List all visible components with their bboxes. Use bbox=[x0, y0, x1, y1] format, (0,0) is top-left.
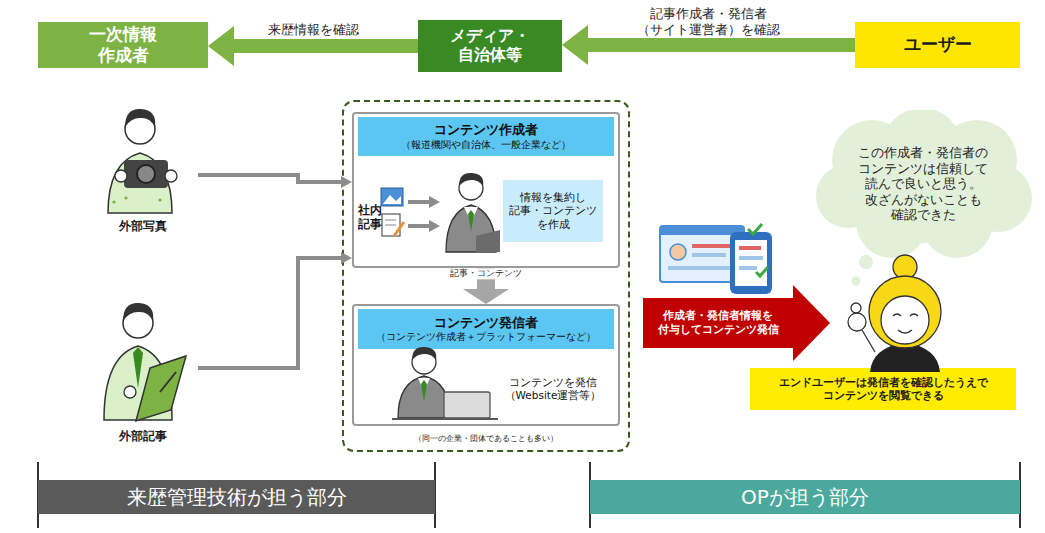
connector-line bbox=[233, 39, 418, 53]
connector-arrow bbox=[198, 175, 352, 188]
node-body-text: コンテンツを発信 （Website運営等） bbox=[492, 376, 614, 402]
thought-bubble bbox=[852, 277, 861, 286]
node-text: メディア・ 自治体等 bbox=[418, 27, 562, 66]
text-frame: コンテンツ作成者 （報道機関や自治体、一般企業など） bbox=[358, 117, 614, 156]
text-frame: メディア・ 自治体等 bbox=[418, 20, 562, 72]
scope-band: OPが担う部分 bbox=[590, 480, 1020, 514]
node-text: この作成者・発信者の コンテンツは信頼して 読んで良いと思う。 改ざんがないこと… bbox=[827, 145, 1019, 223]
connector-arrow bbox=[198, 252, 352, 368]
edge-label: 記事・コンテンツ bbox=[431, 268, 541, 279]
publisher-box: コンテンツ発信者 （コンテンツ作成者＋プラットフォーマーなど） コンテンツを発信 … bbox=[352, 304, 620, 426]
text-frame: コンテンツ発信者 （コンテンツ作成者＋プラットフォーマーなど） bbox=[358, 309, 614, 349]
photographer-node: 外部写真 bbox=[88, 100, 198, 238]
text-frame: OPが担う部分 bbox=[590, 480, 1020, 514]
node-text: ユーザー bbox=[855, 34, 1020, 55]
text-frame: 外部写真 bbox=[88, 216, 198, 236]
arrow-head bbox=[562, 25, 588, 65]
node-text: 作成者・発信者情報を 付与してコンテンツ発信 bbox=[643, 309, 793, 337]
node-body-text: 情報を集約し 記事・コンテンツ を作成 bbox=[503, 191, 603, 230]
writer-figure bbox=[104, 303, 186, 421]
device-icons bbox=[660, 224, 772, 294]
arrow-head bbox=[208, 26, 234, 66]
text-frame: （同一の企業・団体であることも多い） bbox=[344, 432, 628, 446]
source-box: 一次情報 作成者 bbox=[38, 22, 208, 68]
thought-cloud: この作成者・発信者の コンテンツは信頼して 読んで良いと思う。 改ざんがないこと… bbox=[812, 110, 1034, 258]
node-text: 来歴管理技術が担う部分 bbox=[38, 485, 435, 510]
node-text: エンドユーザーは発信者を確認したうえで コンテンツを閲覧できる bbox=[750, 376, 1016, 402]
arrow-head bbox=[463, 289, 509, 304]
publish-arrow: 作成者・発信者情報を 付与してコンテンツ発信 bbox=[643, 285, 830, 361]
text-frame: 外部記事 bbox=[88, 426, 198, 446]
node-text: 外部記事 bbox=[88, 429, 198, 444]
writer-node: 外部記事 bbox=[88, 298, 198, 448]
text-frame: 一次情報 作成者 bbox=[38, 22, 208, 68]
user-box: ユーザー bbox=[855, 22, 1020, 68]
media-box: メディア・ 自治体等 bbox=[418, 20, 562, 72]
connector-line bbox=[198, 175, 342, 182]
edge-label: 記事作成者・発信者 （サイト運営者）を確認 bbox=[594, 6, 824, 39]
icon-caption: 社内 記事 bbox=[356, 203, 384, 232]
connector-line bbox=[198, 258, 342, 368]
note-box: エンドユーザーは発信者を確認したうえで コンテンツを閲覧できる bbox=[750, 368, 1016, 410]
text-frame: コンテンツを発信 （Website運営等） bbox=[492, 370, 614, 408]
text-frame: この作成者・発信者の コンテンツは信頼して 読んで良いと思う。 改ざんがないこと… bbox=[827, 132, 1019, 236]
connector-line bbox=[587, 38, 855, 52]
thought-bubble bbox=[859, 255, 873, 269]
node-text: コンテンツ作成者 （報道機関や自治体、一般企業など） bbox=[358, 122, 614, 150]
text-frame: エンドユーザーは発信者を確認したうえで コンテンツを閲覧できる bbox=[750, 368, 1016, 410]
scope-band: 来歴管理技術が担う部分 bbox=[38, 480, 435, 514]
text-frame: ユーザー bbox=[855, 22, 1020, 68]
node-text: 外部写真 bbox=[88, 219, 198, 234]
node-text: コンテンツ発信者 （コンテンツ作成者＋プラットフォーマーなど） bbox=[358, 315, 614, 343]
edge-label: 来歴情報を確認 bbox=[238, 22, 388, 38]
user-figure bbox=[848, 255, 941, 372]
text-frame: 情報を集約し 記事・コンテンツ を作成 bbox=[503, 180, 603, 242]
creator-box: コンテンツ作成者 （報道機関や自治体、一般企業など） 情報を集約し 記事・コンテン… bbox=[352, 112, 620, 268]
arrow-shape bbox=[643, 285, 830, 361]
node-text: OPが担う部分 bbox=[590, 485, 1020, 510]
node-text: （同一の企業・団体であることも多い） bbox=[344, 434, 628, 444]
node-text: 一次情報 作成者 bbox=[38, 24, 208, 67]
text-frame: 来歴管理技術が担う部分 bbox=[38, 480, 435, 514]
photographer-figure bbox=[108, 109, 177, 213]
text-frame: 作成者・発信者情報を 付与してコンテンツ発信 bbox=[643, 298, 793, 348]
